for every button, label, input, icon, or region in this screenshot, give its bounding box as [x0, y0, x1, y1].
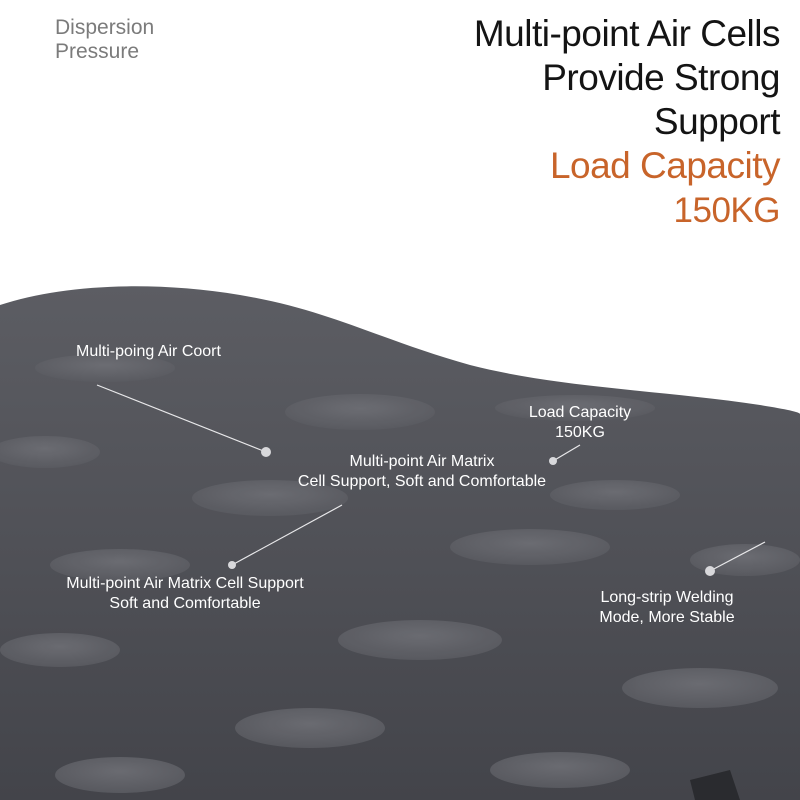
callout-matrix-left: Multi-point Air Matrix Cell Support Soft…: [40, 574, 330, 614]
air-cell: [35, 354, 175, 382]
air-cell: [622, 668, 778, 708]
callout-text: Multi-poing Air Coort: [76, 343, 221, 360]
tag-line-1: Dispersion: [55, 16, 155, 39]
dispersion-pressure-tag: Dispersion Pressure: [55, 16, 154, 64]
air-cell: [550, 480, 680, 510]
callout-text: Multi-point Air Matrix: [349, 453, 495, 470]
callout-matrix-center: Multi-point Air Matrix Cell Support, Sof…: [272, 452, 572, 492]
callout-dot: [228, 561, 236, 569]
air-cell-pockets: [0, 354, 800, 793]
callout-welding: Long-strip Welding Mode, More Stable: [582, 588, 752, 628]
callout-text: Cell Support, Soft and Comfortable: [297, 473, 547, 490]
callout-text: Multi-point Air Matrix Cell Support: [66, 575, 304, 592]
air-cell: [450, 529, 610, 565]
air-cell: [50, 549, 190, 581]
callout-dot: [261, 447, 271, 457]
callout-text: Mode, More Stable: [599, 609, 735, 626]
air-cell: [338, 620, 502, 660]
callout-text: 150KG: [555, 424, 605, 441]
air-cell: [690, 544, 800, 576]
air-cell: [235, 708, 385, 748]
callout-text: Load Capacity: [528, 404, 632, 421]
callout-dot: [549, 457, 557, 465]
air-cell: [490, 752, 630, 788]
callout-text: Soft and Comfortable: [109, 595, 261, 612]
callout-air-coort: Multi-poing Air Coort: [76, 342, 221, 362]
headline: Multi-point Air Cells Provide Strong Sup…: [260, 12, 781, 234]
callout-dots: [228, 447, 715, 576]
headline-load-capacity: Load Capacity: [549, 145, 781, 186]
headline-line-2: Provide Strong: [542, 57, 780, 98]
air-cell: [55, 757, 185, 793]
headline-line-3: Support: [653, 101, 781, 142]
callout-text: Long-strip Welding: [600, 589, 734, 606]
air-cell: [0, 633, 120, 667]
callout-leader-lines: [96, 384, 766, 572]
air-cell: [495, 395, 655, 421]
air-cell: [285, 394, 435, 430]
tag-line-2: Pressure: [55, 40, 140, 63]
headline-line-1: Multi-point Air Cells: [473, 13, 781, 54]
valve-shadow: [690, 770, 740, 800]
headline-load-value: 150KG: [673, 191, 781, 230]
callout-load-capacity: Load Capacity 150KG: [505, 403, 655, 443]
air-cell: [192, 480, 348, 516]
air-cell: [0, 436, 100, 468]
callout-dot: [705, 566, 715, 576]
